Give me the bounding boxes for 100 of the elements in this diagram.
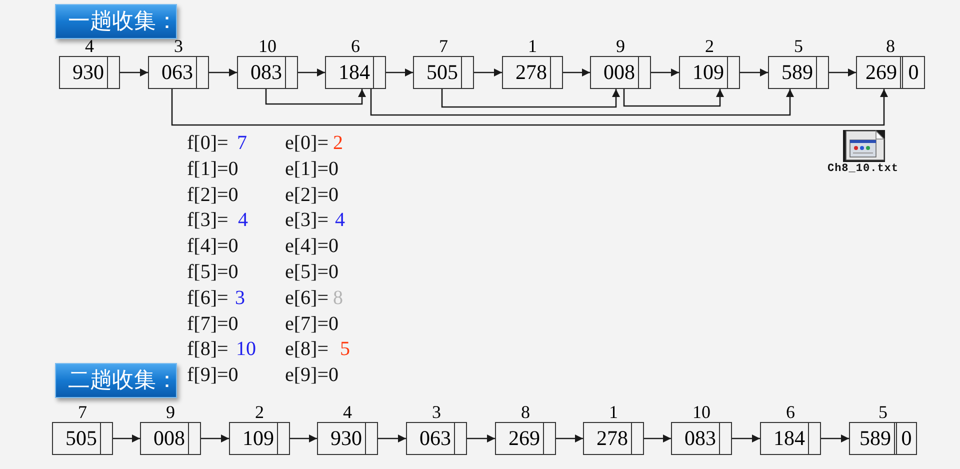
pointer-field: 0 [900, 57, 924, 88]
entry-value: 10 [236, 338, 256, 360]
arrow [563, 68, 590, 76]
list-node [406, 422, 467, 455]
index-number: 7 [438, 37, 449, 55]
array-entry: e[8]= [285, 338, 328, 360]
arrow [474, 68, 502, 76]
title-banner: 一趟收集： [55, 4, 177, 39]
array-entry: f[7]=0 [187, 313, 238, 335]
index-number: 1 [608, 403, 619, 421]
index-number: 9 [615, 37, 626, 55]
index-number: 6 [350, 37, 361, 55]
arrow [644, 434, 671, 442]
arrow [740, 68, 768, 76]
list-node [237, 56, 298, 89]
array-entry: f[1]=0 [187, 158, 238, 180]
arrow [209, 68, 237, 76]
entry-value: 2 [333, 132, 343, 154]
index-number: 7 [77, 403, 88, 421]
index-number: 3 [173, 37, 184, 55]
arrow [829, 68, 856, 76]
node-value: 008 [602, 59, 636, 86]
index-number: 5 [793, 37, 804, 55]
array-entry: f[0]= [187, 132, 228, 154]
arrow [623, 89, 724, 107]
index-number: 6 [785, 403, 796, 421]
list-node [317, 422, 378, 455]
node-value: 589 [858, 425, 892, 452]
index-number: 8 [885, 37, 896, 55]
list-node [760, 422, 821, 455]
array-entry: f[2]=0 [187, 184, 238, 206]
node-value: 109 [242, 425, 275, 452]
list-node [495, 422, 556, 455]
arrow [171, 89, 888, 126]
index-number: 5 [878, 403, 888, 421]
node-value: 063 [418, 425, 452, 452]
node-value: 505 [64, 425, 98, 452]
array-entry: e[9]=0 [285, 364, 338, 386]
arrow [265, 89, 366, 105]
list-node [856, 56, 925, 89]
list-node [671, 422, 732, 455]
list-node [148, 56, 209, 89]
index-number: 10 [692, 403, 712, 421]
node-value: 184 [772, 425, 806, 452]
arrow [290, 434, 317, 442]
list-node [325, 56, 386, 89]
list-node [52, 422, 113, 455]
arrow [378, 434, 406, 442]
arrow [201, 434, 229, 442]
node-value: 930 [72, 59, 105, 86]
array-entry: f[3]= [187, 209, 228, 231]
entry-value: 4 [238, 209, 248, 231]
list-node [140, 422, 201, 455]
node-value: 063 [160, 59, 194, 86]
node-value: 008 [152, 425, 186, 452]
list-node [229, 422, 290, 455]
arrow [386, 68, 413, 76]
list-node [502, 56, 563, 89]
arrow [732, 434, 760, 442]
index-number: 9 [165, 403, 176, 421]
file-name: Ch8_10.txt [826, 163, 900, 175]
array-entry: f[8]= [187, 338, 228, 360]
array-entry: e[7]=0 [285, 313, 338, 335]
node-value: 589 [780, 59, 814, 86]
array-entry: e[2]=0 [285, 184, 338, 206]
entry-value: 3 [235, 287, 245, 309]
list-node [59, 56, 120, 89]
list-node [768, 56, 829, 89]
array-entry: f[4]=0 [187, 235, 238, 257]
index-number: 4 [342, 403, 353, 421]
array-entry: f[6]= [187, 287, 228, 309]
node-value: 930 [330, 425, 363, 452]
arrow [651, 68, 679, 76]
index-number: 2 [704, 37, 715, 55]
arrow [120, 68, 148, 76]
node-value: 269 [508, 425, 541, 452]
title-banner: 二趟收集： [55, 363, 177, 398]
array-entry: e[6]= [285, 287, 328, 309]
node-value: 184 [338, 59, 371, 86]
entry-value: 5 [340, 338, 350, 360]
array-entry: f[9]=0 [187, 364, 238, 386]
index-number: 1 [527, 37, 538, 55]
index-number: 10 [258, 37, 278, 55]
arrow [370, 89, 794, 116]
entry-value: 4 [335, 209, 345, 231]
entry-value: 8 [333, 287, 343, 309]
node-value: 278 [596, 425, 629, 452]
list-node [849, 422, 917, 455]
node-value: 278 [514, 59, 548, 86]
pointer-field: 0 [894, 423, 916, 454]
array-entry: e[5]=0 [285, 261, 338, 283]
entry-value: 7 [237, 132, 247, 154]
array-entry: e[1]=0 [285, 158, 338, 180]
index-number: 2 [254, 403, 265, 421]
list-node [583, 422, 644, 455]
node-value: 083 [684, 425, 717, 452]
index-number: 4 [84, 37, 95, 55]
array-entry: f[5]=0 [187, 261, 238, 283]
array-entry: e[3]= [285, 209, 328, 231]
arrow [467, 434, 495, 442]
